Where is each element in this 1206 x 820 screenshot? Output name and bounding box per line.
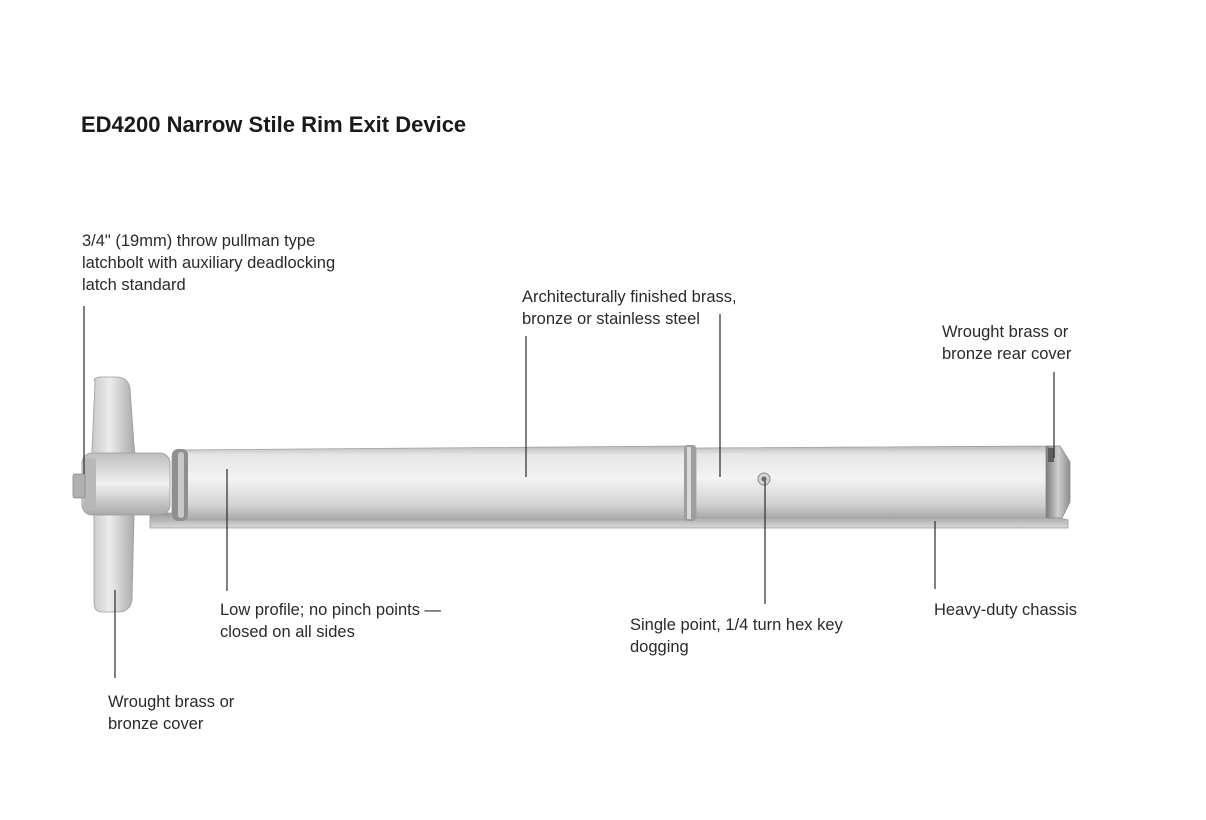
push-bar-collar-highlight — [178, 452, 184, 518]
callout-latchbolt-line-2: latchbolt with auxiliary deadlocking — [82, 254, 336, 272]
callout-latchbolt: 3/4" (19mm) throw pullman type latchbolt… — [82, 230, 335, 296]
callout-latchbolt-line-3: latch standard — [82, 276, 186, 294]
rear-end-cap-shadow — [1048, 448, 1054, 462]
latchbolt — [72, 473, 86, 499]
callout-dogging-line-1: Single point, 1/4 turn hex key — [630, 616, 843, 634]
callout-low-profile-line-1: Low profile; no pinch points — — [220, 601, 442, 619]
callout-cover-line-1: Wrought brass or — [108, 693, 235, 711]
callout-cover-line-2: bronze cover — [108, 715, 204, 733]
callout-low-profile: Low profile; no pinch points — closed on… — [220, 599, 441, 643]
callout-finish-line-2: bronze or stainless steel — [522, 310, 700, 328]
callout-rear-cover: Wrought brass or bronze rear cover — [942, 321, 1071, 365]
latch-hub-edge — [84, 458, 96, 510]
callout-cover: Wrought brass or bronze cover — [108, 691, 234, 735]
rear-end-cap — [1045, 445, 1071, 519]
callout-chassis-line-1: Heavy-duty chassis — [934, 601, 1078, 619]
callout-finish-line-1: Architecturally finished brass, — [522, 288, 737, 306]
push-bar-joint-highlight — [687, 447, 691, 519]
callout-dogging: Single point, 1/4 turn hex key dogging — [630, 614, 843, 658]
callout-low-profile-line-2: closed on all sides — [220, 623, 355, 641]
push-bar-right-segment — [695, 445, 1053, 519]
callout-rear-cover-line-2: bronze rear cover — [942, 345, 1072, 363]
dogging-screw-hex — [761, 476, 767, 482]
callout-finish: Architecturally finished brass, bronze o… — [522, 286, 737, 330]
callout-rear-cover-line-1: Wrought brass or — [942, 323, 1069, 341]
callout-chassis: Heavy-duty chassis — [934, 599, 1077, 621]
page-title: ED4200 Narrow Stile Rim Exit Device — [81, 112, 467, 137]
callout-dogging-line-2: dogging — [630, 638, 689, 656]
callout-latchbolt-line-1: 3/4" (19mm) throw pullman type — [82, 232, 316, 250]
push-bar-left-segment — [171, 445, 687, 521]
